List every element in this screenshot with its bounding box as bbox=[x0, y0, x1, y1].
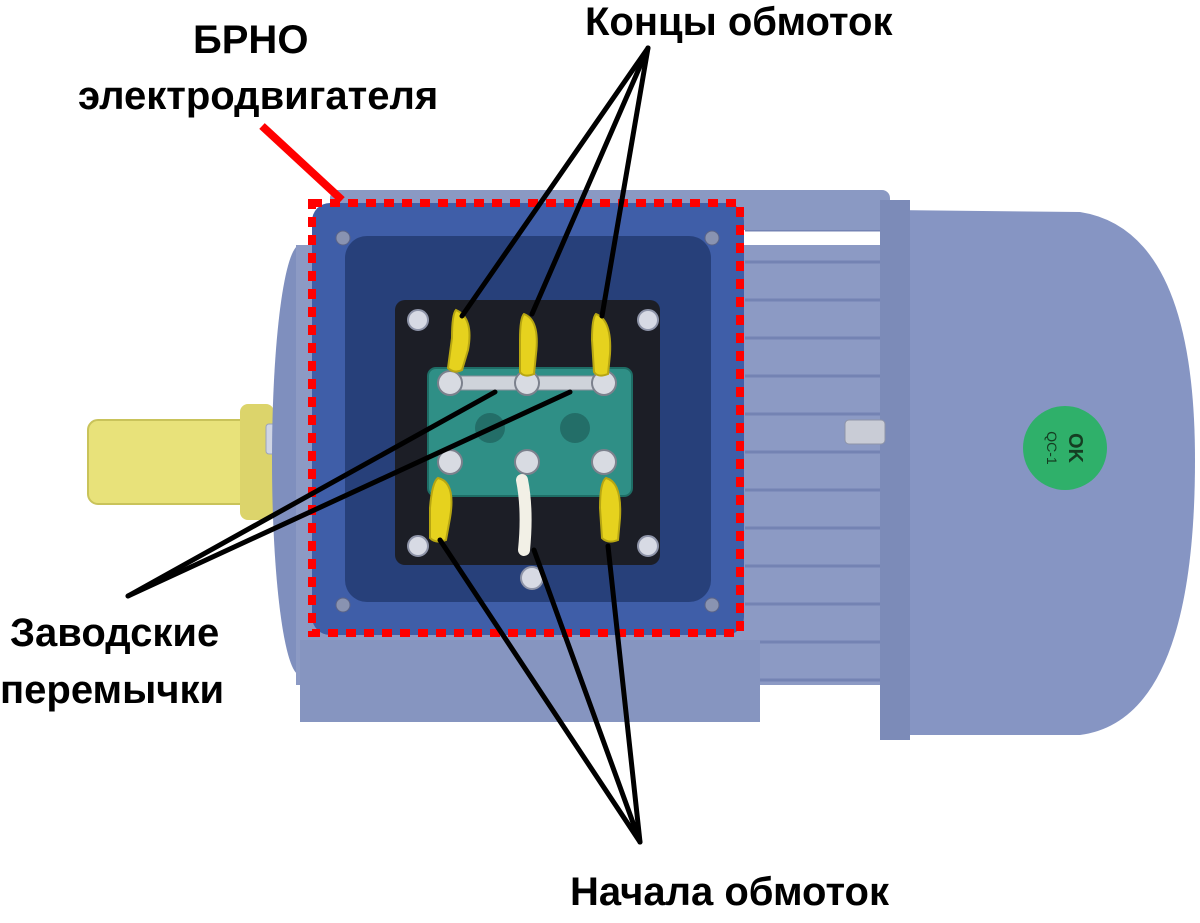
winding-starts-label: Начала обмоток bbox=[570, 870, 890, 914]
factory-jumpers-label-line1: Заводские bbox=[10, 611, 220, 655]
factory-jumpers-label-line2: перемычки bbox=[0, 668, 225, 712]
terminal-box-label-line2: электродвигателя bbox=[78, 74, 439, 118]
white-wire bbox=[516, 474, 532, 556]
winding-starts-pointers bbox=[437, 537, 643, 845]
winding-ends-label: Концы обмоток bbox=[585, 0, 893, 44]
terminal-box-highlight bbox=[308, 199, 744, 637]
motor-shaft bbox=[87, 404, 297, 520]
terminal-box-pointer bbox=[259, 123, 345, 203]
wire-sleeves bbox=[429, 308, 622, 543]
svg-text:OK: OK bbox=[1064, 433, 1086, 464]
terminal-block bbox=[427, 367, 633, 497]
svg-text:QC-1: QC-1 bbox=[1044, 431, 1060, 465]
factory-jumpers-pointers bbox=[125, 389, 573, 599]
winding-ends-pointers bbox=[459, 45, 651, 319]
qc-sticker: OK QC-1 bbox=[1023, 406, 1107, 490]
terminal-box-label-line1: БРНО bbox=[193, 18, 309, 62]
